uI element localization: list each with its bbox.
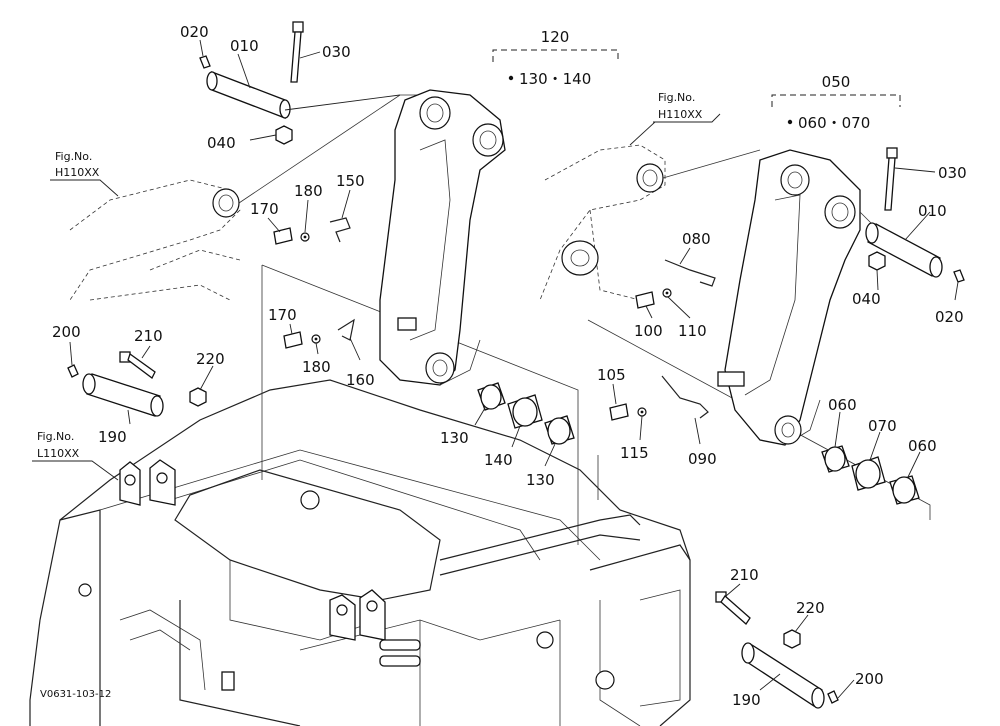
part-200-left-grease	[67, 364, 79, 378]
callout-left-bolt-210: 210	[134, 327, 163, 345]
callout-right-bolt-030: 030	[938, 164, 967, 182]
group-bracket-120: 120 130・140	[492, 28, 619, 88]
callout-bushing-070: 070	[868, 417, 897, 435]
callout-right-pin-090: 090	[688, 450, 717, 468]
callout-bushing-060-a: 060	[828, 396, 857, 414]
callout-right-grease-020: 020	[935, 308, 964, 326]
part-040-left-nut	[275, 125, 293, 145]
part-200-right-grease	[827, 690, 839, 704]
callout-right-washer-110: 110	[678, 322, 707, 340]
part-210-right-bolt	[715, 591, 751, 625]
callout-right-pin-190: 190	[732, 691, 761, 709]
part-010-left-pin	[206, 71, 291, 119]
callout-mid-washer-180: 180	[302, 358, 331, 376]
callout-right-pin-080: 080	[682, 230, 711, 248]
group-bracket-050: 050 060・070	[771, 73, 901, 132]
fig-ref-right-h-line2: H110XX	[658, 108, 703, 121]
callout-right-pin-010: 010	[918, 202, 947, 220]
group-label-120: 120	[541, 28, 570, 46]
fig-ref-right-h: Fig.No. H110XX	[629, 91, 721, 146]
group-label-050: 050	[822, 73, 851, 91]
callout-right-grease-200: 200	[855, 670, 884, 688]
callout-left-washer-180: 180	[294, 182, 323, 200]
bushings-060-070	[821, 445, 920, 505]
callout-left-pin-020: 020	[180, 23, 209, 41]
fig-ref-left-h: Fig.No. H110XX	[50, 150, 119, 197]
callout-bushing-130-b: 130	[526, 471, 555, 489]
callout-right-bolt-210: 210	[730, 566, 759, 584]
right-boom-ghost	[539, 144, 761, 301]
callout-left-nut-040: 040	[207, 134, 236, 152]
part-040-right-nut	[868, 251, 886, 271]
callout-right-nut-040: 040	[852, 290, 881, 308]
parts-080-100-110	[635, 259, 716, 309]
callout-left-pin-010: 010	[230, 37, 259, 55]
callout-left-bolt-170: 170	[250, 200, 279, 218]
fig-ref-left-l: Fig.No. L110XX	[32, 430, 119, 481]
callout-mid-bolt-170: 170	[268, 306, 297, 324]
parts-170-180-160	[283, 318, 355, 349]
swing-frame	[29, 264, 931, 726]
callout-left-nut-220: 220	[196, 350, 225, 368]
left-boom-ghost	[69, 94, 420, 301]
callout-left-pin-190: 190	[98, 428, 127, 446]
callout-bushing-140: 140	[484, 451, 513, 469]
parts-170-180-150	[273, 217, 351, 245]
fig-ref-left-h-line2: H110XX	[55, 166, 100, 179]
part-220-left-nut	[189, 387, 207, 407]
fig-ref-left-h-line1: Fig.No.	[55, 150, 92, 163]
group-sub-050: 060・070	[798, 114, 870, 132]
callout-right-bolt-100: 100	[634, 322, 663, 340]
part-020-left-grease	[199, 55, 211, 69]
part-190-left-pin	[82, 373, 164, 417]
callout-labels: 020 010 030 040 170 180 150 170 180 160 …	[52, 23, 967, 709]
callout-bushing-060-b: 060	[908, 437, 937, 455]
part-190-right-pin	[741, 642, 825, 709]
group-sub-120: 130・140	[519, 70, 591, 88]
right-swing-bracket	[717, 149, 881, 446]
leader-lines	[69, 39, 959, 699]
part-030-left-bolt	[290, 21, 304, 83]
drawing-code: V0631-103-12	[40, 689, 111, 700]
callout-left-grease-200: 200	[52, 323, 81, 341]
part-020-right-grease	[953, 269, 965, 283]
part-220-right-nut	[783, 629, 801, 649]
fig-ref-left-l-line1: Fig.No.	[37, 430, 74, 443]
callout-right-washer-115: 115	[620, 444, 649, 462]
part-210-left-bolt	[119, 351, 156, 379]
fig-ref-right-h-line1: Fig.No.	[658, 91, 695, 104]
bushings-130-140	[477, 382, 575, 445]
left-swing-bracket	[379, 89, 506, 386]
callout-right-bolt-105: 105	[597, 366, 626, 384]
callout-mid-pin-160: 160	[346, 371, 375, 389]
callout-left-bolt-030: 030	[322, 43, 351, 61]
callout-bushing-130-a: 130	[440, 429, 469, 447]
part-010-right-pin	[865, 222, 943, 278]
callout-left-pin-150: 150	[336, 172, 365, 190]
part-030-right-bolt	[884, 147, 898, 211]
fig-ref-left-l-line2: L110XX	[37, 447, 80, 460]
callout-right-nut-220: 220	[796, 599, 825, 617]
